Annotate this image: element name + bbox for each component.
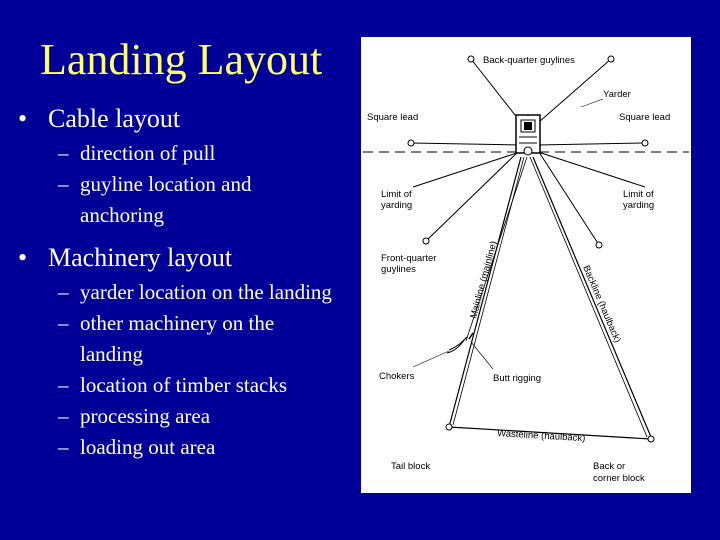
dash: – <box>58 280 69 304</box>
corner-block-icon <box>647 435 655 443</box>
label-limit-right-2: yarding <box>623 200 654 211</box>
label-square-lead-right: Square lead <box>619 112 670 123</box>
label-back-or: Back or <box>593 461 625 472</box>
tail-block-icon <box>445 423 453 431</box>
bullet-machinery-layout: • Machinery layout <box>18 243 378 273</box>
butt-rigging-pointer <box>470 341 494 370</box>
subitem: – direction of pull <box>18 138 378 169</box>
chokers-pointer <box>412 350 450 368</box>
wasteline <box>448 426 652 440</box>
bullet-list: • Cable layout – direction of pull – guy… <box>18 104 378 463</box>
backline <box>532 156 652 438</box>
subitem: – yarder location on the landing <box>18 277 378 308</box>
diagram-svg: Back-quarter guylines Yarder Square lead… <box>363 55 689 484</box>
bullet-cable-layout: • Cable layout <box>18 104 378 134</box>
label-front-quarter-1: Front-quarter <box>381 253 436 264</box>
dash: – <box>58 373 69 397</box>
bullet-text: Machinery layout <box>48 243 233 272</box>
slide-title: Landing Layout <box>40 35 323 84</box>
label-limit-left-1: Limit of <box>381 189 412 200</box>
subitem-text: location of timber stacks <box>80 373 288 397</box>
label-front-quarter-2: guylines <box>381 264 416 275</box>
bullet-dot: • <box>18 104 28 133</box>
label-butt-rigging: Butt rigging <box>493 373 541 384</box>
subitem-text: loading out area <box>80 435 216 459</box>
yarder-pointer <box>580 98 604 108</box>
bullet-text: Cable layout <box>48 104 181 133</box>
label-yarder: Yarder <box>603 89 631 100</box>
backline-inner <box>529 156 648 438</box>
label-corner-block: corner block <box>593 473 645 484</box>
anchor-stump <box>422 237 430 245</box>
anchor-stump <box>641 139 649 147</box>
guyline-back-right <box>530 58 612 130</box>
guyline-front-left <box>425 148 522 242</box>
dash: – <box>58 141 69 165</box>
butt-rigging-icon <box>446 332 474 354</box>
dash: – <box>58 404 69 428</box>
subitem-text: processing area <box>80 404 211 428</box>
label-square-lead-left: Square lead <box>367 112 418 123</box>
subitem: – loading out area <box>18 432 378 463</box>
label-limit-left-2: yarding <box>381 200 412 211</box>
subitem-text: other machinery on the landing <box>80 311 275 366</box>
cable-layout-diagram: Back-quarter guylines Yarder Square lead… <box>361 37 691 493</box>
square-lead-right-line <box>536 142 646 146</box>
label-limit-right-1: Limit of <box>623 189 654 200</box>
mainline <box>448 156 522 428</box>
subitem: – location of timber stacks <box>18 370 378 401</box>
anchor-stump <box>595 241 603 249</box>
guyline-front-right <box>536 148 600 246</box>
label-wasteline: Wasteline (haulback) <box>497 428 586 444</box>
label-back-quarter-guylines: Back-quarter guylines <box>483 55 575 66</box>
subitem-text: yarder location on the landing <box>80 280 332 304</box>
square-lead-left-line <box>410 142 522 146</box>
anchor-stump <box>407 139 415 147</box>
dash: – <box>58 435 69 459</box>
subitem-text: guyline location and anchoring <box>80 172 252 227</box>
subitem: – guyline location and anchoring <box>18 169 330 231</box>
anchor-stump <box>467 55 475 63</box>
dash: – <box>58 172 69 196</box>
dash: – <box>58 311 69 335</box>
label-tail-block: Tail block <box>391 461 430 472</box>
yarder-icon <box>515 114 541 156</box>
label-backline: Backline (haulback) <box>580 264 623 345</box>
haul-line <box>465 156 528 342</box>
subitem-text: direction of pull <box>80 141 216 165</box>
bullet-dot: • <box>18 243 28 272</box>
limit-of-yarding-left-line <box>412 148 530 188</box>
label-chokers: Chokers <box>379 371 415 382</box>
subitem: – processing area <box>18 401 378 432</box>
limit-of-yarding-right-line <box>528 148 646 188</box>
subitem: – other machinery on the landing <box>18 308 330 370</box>
anchor-stump <box>607 55 615 63</box>
